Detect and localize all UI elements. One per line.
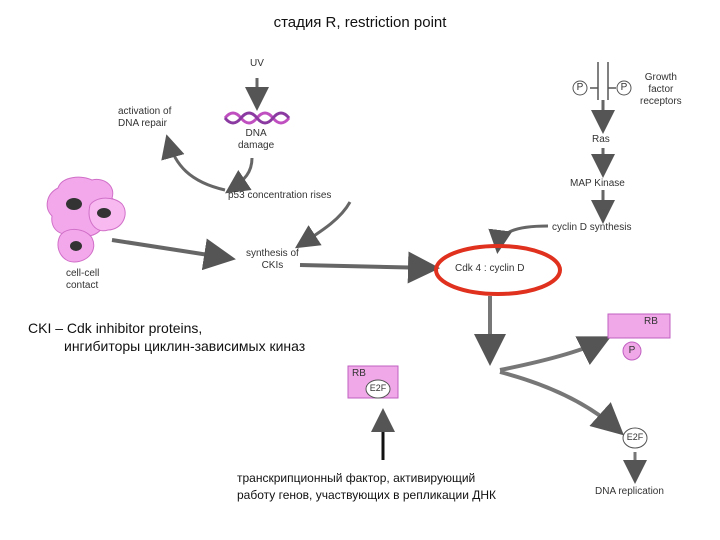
cki-note-line2: ингибиторы циклин-зависимых киназ xyxy=(64,338,306,354)
e2f-left-label: E2F xyxy=(369,383,387,393)
cyclin-d-synthesis-label: cyclin D synthesis xyxy=(552,222,632,233)
synthesis-ckis-label: synthesis of CKIs xyxy=(246,248,299,271)
rb-p-label: P xyxy=(628,345,636,356)
cells-icon xyxy=(46,176,126,263)
dna-damage-label: DNA damage xyxy=(238,128,275,151)
rb-top-label: RB xyxy=(644,316,658,327)
cdk4-highlight xyxy=(434,244,562,296)
damage-to-p53-arrow xyxy=(225,157,254,194)
uv-label: UV xyxy=(250,58,264,69)
growth-factor-label: Growth factor receptors xyxy=(640,72,682,107)
p-left-label: P xyxy=(576,82,584,93)
rb-phospho-box xyxy=(607,313,671,339)
cyclind-to-cdk4-arrow xyxy=(488,224,549,254)
p53-to-repair-arrow xyxy=(161,134,226,192)
rb-left-label: RB xyxy=(352,368,366,379)
phospho-right-icon xyxy=(616,80,632,96)
dna-replication-label: DNA replication xyxy=(595,486,664,497)
to-rb-phospho-arrow xyxy=(499,336,612,372)
cell-contact-label: cell-cell contact xyxy=(66,268,100,291)
ckis-to-cdk4-arrow xyxy=(299,251,440,284)
activation-label: activation of DNA repair xyxy=(118,106,172,129)
e2f-right-label: E2F xyxy=(626,432,644,442)
e2f-free-icon xyxy=(622,427,648,449)
contact-to-ckis-arrow xyxy=(111,238,236,271)
map-kinase-label: MAP Kinase xyxy=(570,178,625,189)
tf-note-line1: транскрипционный фактор, активирующий xyxy=(237,471,476,485)
p53-label: p53 concentration rises xyxy=(228,190,332,201)
dna-helix-icon xyxy=(223,111,291,125)
cdk4-label: Cdk 4 : cyclin D xyxy=(455,263,525,274)
to-e2f-arrow xyxy=(499,370,624,436)
phospho-left-icon xyxy=(572,80,588,96)
p-right-label: P xyxy=(620,82,628,93)
page-title: стадия R, restriction point xyxy=(273,14,447,31)
tf-note-line2: работу генов, участвующих в репликации Д… xyxy=(237,488,497,502)
p53-to-ckis-arrow xyxy=(294,201,352,249)
cki-note-line1: CKI – Cdk inhibitor proteins, xyxy=(28,320,203,336)
ras-label: Ras xyxy=(592,134,610,145)
